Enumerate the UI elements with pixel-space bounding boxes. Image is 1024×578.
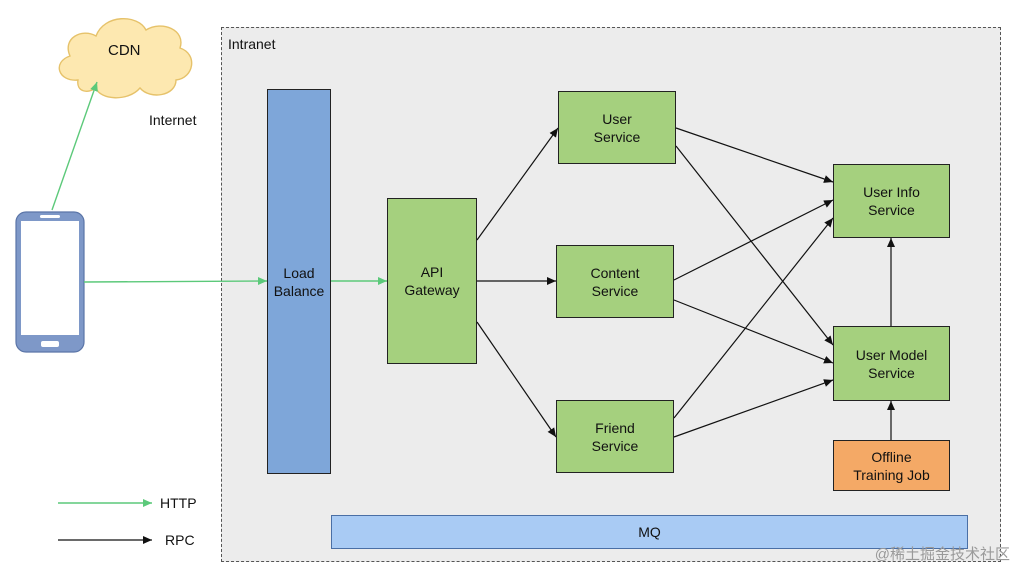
mq-label: MQ: [638, 524, 661, 540]
edge-friend-to-usermodel: [673, 379, 834, 438]
user-info-service-node: User Info Service: [833, 164, 950, 238]
edge-friend-to-userinfo: [673, 217, 834, 419]
friend-service-label: Friend Service: [591, 419, 639, 454]
user-info-service-label: User Info Service: [863, 184, 920, 218]
edge-phone-to-cdn: [51, 81, 98, 211]
phone-icon: [15, 211, 85, 353]
load-balance-label: Load Balance: [273, 264, 325, 299]
content-service-label: Content Service: [590, 264, 640, 299]
watermark: @稀土掘金技术社区: [874, 546, 1010, 563]
offline-training-job-node: Offline Training Job: [833, 440, 950, 491]
intranet-label: Intranet: [228, 36, 276, 52]
content-service-node: Content Service: [556, 245, 674, 318]
user-model-service-label: User Model Service: [855, 346, 928, 381]
edge-user-to-usermodel: [675, 145, 834, 346]
cdn-cloud: [58, 17, 193, 99]
user-service-node: User Service: [558, 91, 676, 164]
user-service-label: User Service: [593, 110, 641, 145]
legend-rpc-label: RPC: [165, 532, 195, 548]
edge-content-to-usermodel: [673, 299, 834, 364]
edge-phone-to-load-balance: [83, 277, 268, 286]
offline-training-job-label: Offline Training Job: [853, 448, 930, 483]
edge-content-to-userinfo: [673, 199, 834, 281]
cdn-label: CDN: [108, 42, 141, 59]
rpc-edges: [476, 127, 895, 440]
load-balance-node: Load Balance: [267, 89, 331, 474]
legend-http-label: HTTP: [160, 495, 197, 511]
mq-node: MQ: [331, 515, 968, 549]
edge-user-to-userinfo: [675, 127, 834, 183]
edge-gateway-to-friend-service: [476, 321, 557, 438]
user-model-service-node: User Model Service: [833, 326, 950, 401]
api-gateway-label: API Gateway: [404, 264, 460, 298]
friend-service-node: Friend Service: [556, 400, 674, 473]
internet-label: Internet: [149, 112, 197, 128]
api-gateway-node: API Gateway: [387, 198, 477, 364]
http-edges: [51, 81, 387, 286]
edge-gateway-to-user-service: [476, 127, 559, 241]
